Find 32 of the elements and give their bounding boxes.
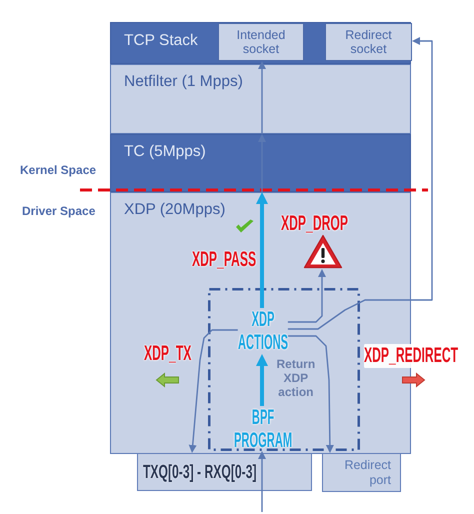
layer-title: XDP (20Mpps) [124, 201, 226, 219]
arrow [288, 269, 326, 323]
arrow [188, 329, 238, 453]
layer-title: TC (5Mpps) [124, 143, 206, 161]
arrow [258, 61, 266, 134]
layer-band [110, 64, 411, 134]
socket-box: Intended socket [218, 23, 304, 61]
space-label: Driver Space [22, 204, 96, 218]
space-label: Kernel Space [20, 163, 96, 177]
warning-icon [303, 234, 343, 269]
arrow [288, 335, 334, 453]
arrow [256, 354, 268, 406]
layer-title: TCP Stack [124, 32, 198, 50]
edge-label: XDP_PASS [192, 248, 256, 272]
port-box: Redirect port [322, 453, 401, 492]
layer-title: Netfilter (1 Mpps) [124, 73, 243, 91]
stage-label: BPF PROGRAM [234, 406, 292, 452]
arrow [288, 37, 433, 330]
dash-dot-frame [208, 288, 360, 451]
queue-box [137, 453, 312, 491]
edge-label: Return XDP action [276, 357, 316, 399]
stage-label: XDP ACTIONS [238, 308, 288, 354]
arrow [258, 134, 266, 192]
queue-label: TXQ[0-3] - RXQ[0-3] [143, 462, 256, 484]
action-label: XDP_DROP [281, 212, 348, 236]
layer-band [110, 134, 411, 192]
edge-label: XDP_TX [144, 342, 192, 366]
action-label: XDP_REDIRECT [364, 344, 458, 368]
socket-box: Redirect socket [325, 23, 412, 61]
arrow [256, 192, 268, 308]
arrow [258, 451, 266, 512]
layer-band [110, 22, 411, 64]
